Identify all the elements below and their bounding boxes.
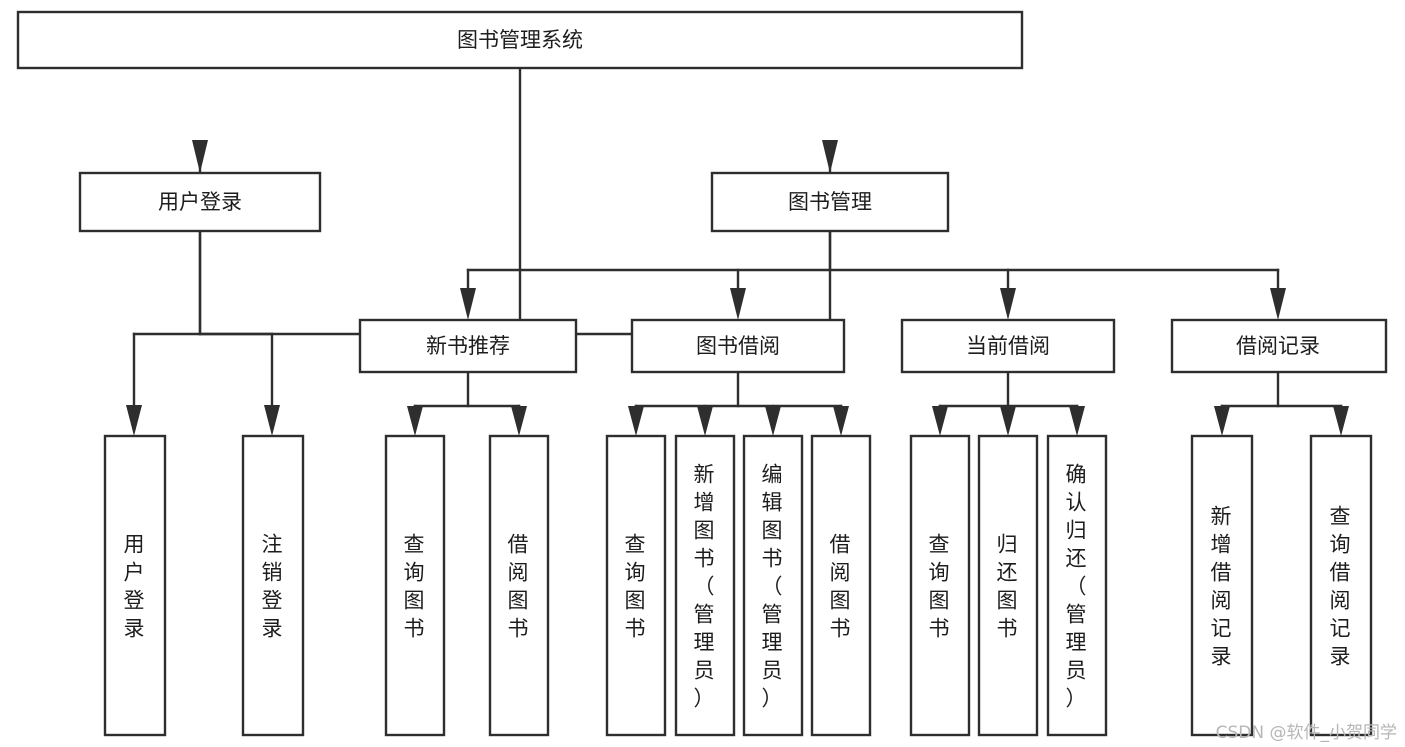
arrow-head-leaf-query-record <box>1333 406 1349 436</box>
node-leaf-return-book[interactable]: 归还图书 <box>977 434 1039 737</box>
arrow-head-leaf-borrow-book-2 <box>833 406 849 436</box>
node-new-book-recommend-label: 新书推荐 <box>426 334 510 358</box>
arrow-head-borrow-record <box>1270 288 1286 320</box>
node-leaf-borrow-book-1[interactable]: 借阅图书 <box>488 434 550 737</box>
arrow-head-book-borrow <box>730 288 746 320</box>
node-leaf-return-book-box[interactable] <box>977 434 1039 737</box>
node-leaf-query-record-box[interactable] <box>1309 434 1373 737</box>
arrow-head-leaf-add-book <box>697 406 713 436</box>
arrow-head-new-book-recommend <box>460 288 476 320</box>
node-book-manage-label: 图书管理 <box>788 190 872 214</box>
connector-layer <box>126 66 1349 436</box>
node-leaf-query-book-1-box[interactable] <box>384 434 446 737</box>
node-current-borrow[interactable]: 当前借阅 <box>900 318 1116 374</box>
arrow-head-leaf-user-login <box>126 405 142 436</box>
arrow-head-leaf-return-book <box>1000 406 1016 436</box>
node-borrow-record[interactable]: 借阅记录 <box>1170 318 1388 374</box>
node-new-book-recommend-box[interactable] <box>358 318 578 374</box>
node-book-borrow-box[interactable] <box>630 318 846 374</box>
node-leaf-add-record-label: 新增借阅记录 <box>1211 504 1234 668</box>
arrow-head-leaf-query-book-1 <box>407 406 423 436</box>
node-leaf-user-login-label: 用户登录 <box>124 532 147 640</box>
node-leaf-confirm-return-label: 确认归还（管理员） <box>1066 462 1089 710</box>
arrow-head-leaf-confirm-return <box>1069 406 1085 436</box>
node-leaf-borrow-book-1-box[interactable] <box>488 434 550 737</box>
node-leaf-borrow-book-2-label: 借阅图书 <box>830 532 853 640</box>
node-leaf-query-book-3-label: 查询图书 <box>929 532 952 640</box>
node-leaf-logout-login[interactable]: 注销登录 <box>241 434 305 737</box>
node-leaf-user-login[interactable]: 用户登录 <box>103 434 167 737</box>
node-leaf-add-book[interactable]: 新增图书（管理员） <box>674 434 736 737</box>
node-user-login[interactable]: 用户登录 <box>78 171 322 233</box>
arrow-head-leaf-edit-book <box>765 406 781 436</box>
node-current-borrow-label: 当前借阅 <box>966 334 1050 358</box>
arrow-head-leaf-borrow-book-1 <box>511 406 527 436</box>
node-leaf-logout-login-label: 注销登录 <box>262 532 285 640</box>
node-leaf-query-book-1-label: 查询图书 <box>404 532 427 640</box>
node-leaf-add-book-label: 新增图书（管理员） <box>694 462 717 710</box>
node-leaf-confirm-return-box[interactable] <box>1046 434 1108 737</box>
arrow-head-leaf-query-book-2 <box>628 406 644 436</box>
node-book-manage[interactable]: 图书管理 <box>710 171 950 233</box>
node-current-borrow-box[interactable] <box>900 318 1116 374</box>
node-leaf-borrow-book-2[interactable]: 借阅图书 <box>810 434 872 737</box>
node-leaf-user-login-box[interactable] <box>103 434 167 737</box>
node-leaf-logout-login-box[interactable] <box>241 434 305 737</box>
node-leaf-query-book-2-box[interactable] <box>605 434 667 737</box>
arrow-head-leaf-logout-login <box>264 405 280 436</box>
node-leaf-add-record[interactable]: 新增借阅记录 <box>1190 434 1254 737</box>
node-leaf-add-book-box[interactable] <box>674 434 736 737</box>
node-user-login-box[interactable] <box>78 171 322 233</box>
node-root[interactable]: 图书管理系统 <box>16 10 1024 70</box>
node-leaf-edit-book-box[interactable] <box>742 434 804 737</box>
node-leaf-query-book-3[interactable]: 查询图书 <box>909 434 971 737</box>
arrow-head-book-manage <box>822 140 838 173</box>
arrow-head-user-login <box>192 140 208 173</box>
node-book-borrow-label: 图书借阅 <box>696 334 780 358</box>
node-new-book-recommend[interactable]: 新书推荐 <box>358 318 578 374</box>
node-leaf-edit-book-label: 编辑图书（管理员） <box>762 462 785 710</box>
node-leaf-edit-book[interactable]: 编辑图书（管理员） <box>742 434 804 737</box>
node-book-manage-box[interactable] <box>710 171 950 233</box>
arrow-head-leaf-query-book-3 <box>932 406 948 436</box>
node-leaf-query-book-2-label: 查询图书 <box>625 532 648 640</box>
node-leaf-add-record-box[interactable] <box>1190 434 1254 737</box>
node-user-login-label: 用户登录 <box>158 190 242 214</box>
arrow-head-leaf-add-record <box>1214 406 1230 436</box>
node-leaf-borrow-book-2-box[interactable] <box>810 434 872 737</box>
node-root-box[interactable] <box>16 10 1024 70</box>
node-leaf-query-record[interactable]: 查询借阅记录 <box>1309 434 1373 737</box>
node-borrow-record-label: 借阅记录 <box>1236 334 1320 358</box>
node-leaf-query-record-label: 查询借阅记录 <box>1330 504 1353 668</box>
node-book-borrow[interactable]: 图书借阅 <box>630 318 846 374</box>
arrow-head-current-borrow <box>1000 288 1016 320</box>
node-leaf-query-book-1[interactable]: 查询图书 <box>384 434 446 737</box>
node-leaf-query-book-2[interactable]: 查询图书 <box>605 434 667 737</box>
node-root-label: 图书管理系统 <box>457 28 583 52</box>
node-leaf-return-book-label: 归还图书 <box>997 532 1020 640</box>
node-leaf-query-book-3-box[interactable] <box>909 434 971 737</box>
node-leaf-borrow-book-1-label: 借阅图书 <box>508 532 531 640</box>
node-leaf-confirm-return[interactable]: 确认归还（管理员） <box>1046 434 1108 737</box>
node-borrow-record-box[interactable] <box>1170 318 1388 374</box>
